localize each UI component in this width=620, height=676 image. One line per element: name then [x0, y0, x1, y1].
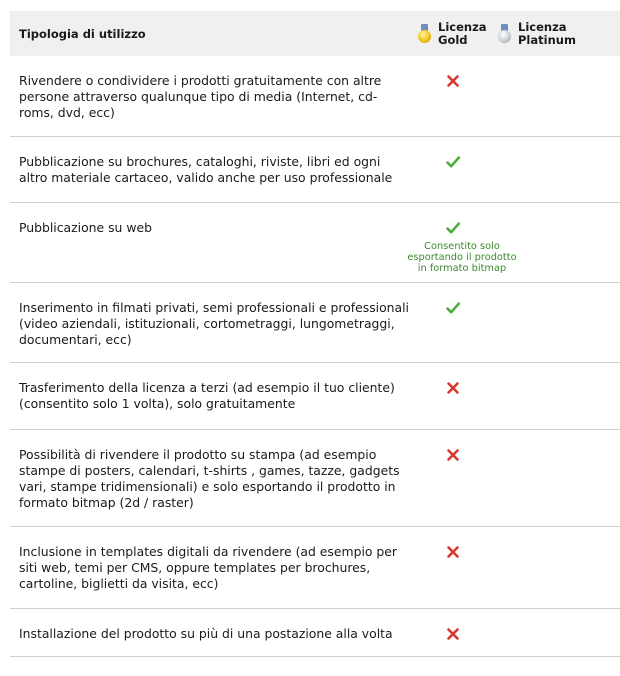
usage-description: Installazione del prodotto su più di una…	[19, 626, 393, 641]
usage-description: Trasferimento della licenza a terzi (ad …	[19, 380, 395, 411]
platinum-cell	[498, 626, 620, 656]
check-icon	[445, 220, 461, 236]
usage-description: Inserimento in filmati privati, semi pro…	[19, 300, 410, 347]
usage-description: Possibilità di rivendere il prodotto su …	[19, 447, 400, 510]
gold-medal-icon	[418, 23, 431, 44]
usage-description: Pubblicazione su web	[19, 220, 152, 235]
gold-cell	[410, 300, 498, 362]
check-icon	[445, 154, 461, 170]
platinum-medal-icon	[498, 23, 511, 44]
header-gold-license: Licenza Gold	[380, 19, 488, 47]
header-title: Tipologia di utilizzo	[19, 26, 146, 41]
gold-cell	[410, 154, 498, 202]
gold-label-line2: Gold	[438, 32, 468, 47]
table-body: Rivendere o condividere i prodotti gratu…	[10, 56, 620, 657]
gold-cell	[410, 73, 498, 136]
table-row: Pubblicazione su brochures, cataloghi, r…	[10, 137, 620, 203]
cross-icon	[445, 73, 461, 89]
platinum-cell	[498, 380, 620, 429]
platinum-cell	[498, 73, 620, 136]
cross-icon	[445, 626, 461, 642]
table-header: Tipologia di utilizzo Licenza Gold Licen…	[10, 11, 620, 56]
gold-cell	[410, 544, 498, 608]
platinum-cell	[498, 300, 620, 362]
platinum-cell	[498, 447, 620, 526]
platinum-cell	[498, 220, 620, 282]
table-row: Rivendere o condividere i prodotti gratu…	[10, 56, 620, 137]
gold-cell	[410, 447, 498, 526]
usage-description: Pubblicazione su brochures, cataloghi, r…	[19, 154, 393, 185]
license-comparison-table: Tipologia di utilizzo Licenza Gold Licen…	[10, 11, 620, 657]
gold-cell: Consentito solo esportando il prodotto i…	[407, 220, 517, 282]
check-icon	[445, 300, 461, 316]
cross-icon	[445, 447, 461, 463]
platinum-label-line1: Licenza	[518, 19, 567, 34]
usage-description: Rivendere o condividere i prodotti gratu…	[19, 73, 382, 120]
gold-cell	[410, 626, 498, 656]
usage-description: Inclusione in templates digitali da rive…	[19, 544, 397, 591]
table-row: Inserimento in filmati privati, semi pro…	[10, 283, 620, 363]
table-row: Installazione del prodotto su più di una…	[10, 609, 620, 657]
header-platinum-license: Licenza Platinum	[488, 19, 620, 47]
gold-label-line1: Licenza	[438, 19, 487, 34]
platinum-cell	[498, 154, 620, 202]
table-row: Inclusione in templates digitali da rive…	[10, 527, 620, 609]
gold-cell	[410, 380, 498, 429]
cross-icon	[445, 544, 461, 560]
platinum-cell	[498, 544, 620, 608]
gold-note: Consentito solo esportando il prodotto i…	[407, 241, 517, 274]
cross-icon	[445, 380, 461, 396]
platinum-label-line2: Platinum	[518, 32, 576, 47]
table-row: Possibilità di rivendere il prodotto su …	[10, 430, 620, 527]
table-row: Trasferimento della licenza a terzi (ad …	[10, 363, 620, 430]
